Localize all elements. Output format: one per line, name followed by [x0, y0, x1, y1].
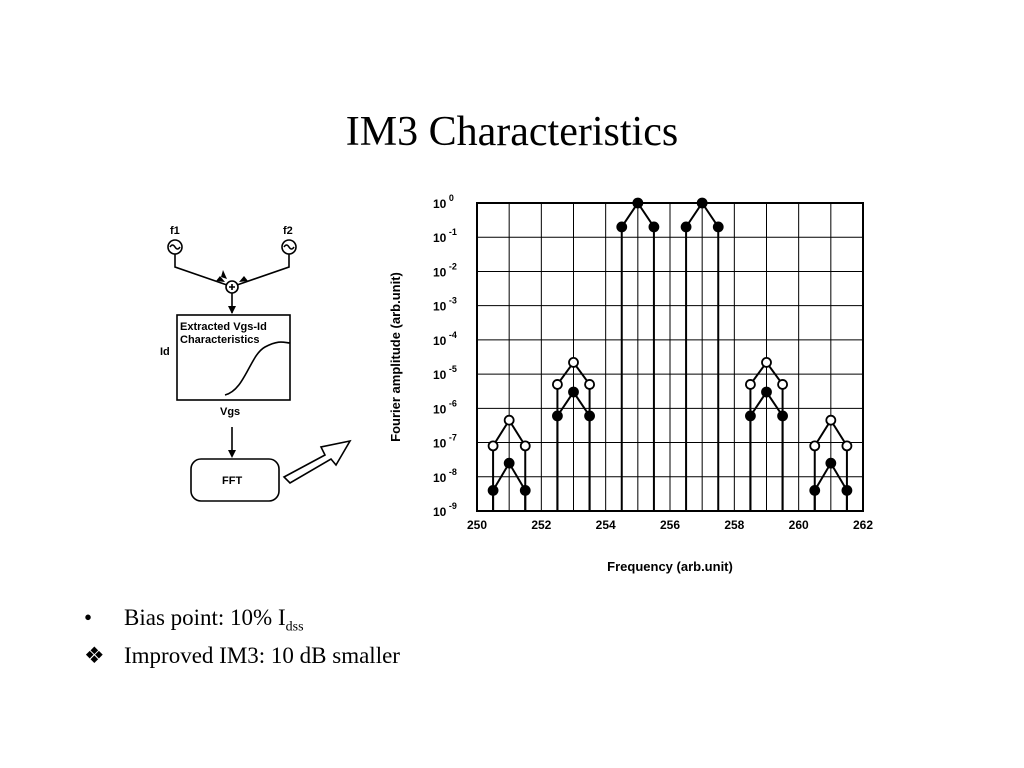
- y-tick-exponent: 0: [446, 193, 454, 203]
- y-tick-exponent: -3: [446, 296, 457, 306]
- y-tick-label: 10 -5: [433, 364, 457, 382]
- x-tick-label: 250: [467, 518, 487, 532]
- x-tick-label: 256: [660, 518, 680, 532]
- vgs-id-curve: [224, 341, 291, 396]
- data-point-open: [761, 356, 772, 368]
- data-point-open: [825, 414, 837, 426]
- y-tick-label: 10 -6: [433, 398, 457, 416]
- y-tick-label: 10 -3: [433, 296, 457, 314]
- sine-f2-icon: [283, 244, 295, 250]
- vgs-id-box: [176, 314, 291, 401]
- y-tick-exponent: -8: [446, 467, 457, 477]
- data-point-open: [809, 440, 821, 452]
- id-axis-label: Id: [160, 346, 170, 358]
- bullet-item-im3: ❖ Improved IM3: 10 dB smaller: [84, 643, 400, 681]
- im3-spectrum-chart: 10 0 10 -1 10 -2 10 -3 10 -4 10 -5 10 -6 10 -7 1…: [388, 193, 873, 574]
- y-tick-exponent: -1: [446, 227, 457, 237]
- x-tick-label: 260: [789, 518, 809, 532]
- bullet-text: Bias point: 10% Idss: [124, 605, 304, 635]
- data-point-filled: [616, 221, 628, 233]
- data-point-filled: [761, 386, 772, 398]
- y-tick-label: 10 -4: [433, 330, 457, 348]
- wire-f1: [174, 254, 228, 286]
- x-tick-label: 254: [596, 518, 616, 532]
- data-point-filled: [503, 457, 515, 469]
- y-tick-label: 10 -8: [433, 467, 457, 485]
- plot-frame: [476, 202, 864, 512]
- x-ticks: 250 252 254 256 258 260 262: [467, 518, 873, 532]
- y-tick-exponent: -5: [446, 364, 457, 374]
- y-tick-exponent: -9: [446, 501, 457, 511]
- fft-label: FFT: [222, 475, 242, 487]
- x-axis-label: Frequency (arb.unit): [607, 559, 733, 574]
- data-point-filled: [825, 457, 837, 469]
- x-tick-label: 252: [531, 518, 551, 532]
- sine-f1-icon: [169, 244, 181, 250]
- block-diagram: f1 f2 Extracted Vgs-Id Characteristics I…: [160, 225, 352, 502]
- source-f2-label: f2: [283, 225, 293, 237]
- fft-box: [190, 458, 280, 502]
- bullet-dot-icon: •: [84, 605, 93, 630]
- data-point-open: [777, 379, 788, 390]
- bullet-item-bias: • Bias point: 10% Idss: [84, 605, 400, 643]
- data-point-open: [568, 356, 579, 368]
- data-point-open: [745, 379, 756, 390]
- y-tick-label: 10 0: [433, 193, 454, 211]
- grid: [477, 203, 863, 511]
- adder-plus-icon: [229, 284, 235, 290]
- bullet-list: • Bias point: 10% Idss ❖ Improved IM3: 1…: [84, 605, 400, 681]
- y-ticks: 10 0 10 -1 10 -2 10 -3 10 -4 10 -5 10 -6 10 -7 1…: [433, 193, 457, 519]
- bullet-diamond-icon: ❖: [84, 643, 105, 668]
- y-tick-exponent: -2: [446, 261, 457, 271]
- data-point-open: [519, 440, 531, 452]
- y-tick-exponent: -6: [446, 398, 457, 408]
- x-tick-label: 262: [853, 518, 873, 532]
- x-tick-label: 258: [724, 518, 744, 532]
- y-tick-label: 10 -1: [433, 227, 457, 245]
- data-point-open: [584, 379, 595, 390]
- source-f1-label: f1: [170, 225, 180, 237]
- vgs-axis-label: Vgs: [220, 406, 240, 418]
- data-point-filled: [648, 221, 660, 233]
- data-point-filled: [712, 221, 724, 233]
- y-tick-label: 10 -2: [433, 261, 457, 279]
- bullet-subscript: dss: [285, 619, 304, 635]
- y-tick-exponent: -7: [446, 433, 457, 443]
- data-point-filled: [680, 221, 692, 233]
- data-point-open: [841, 440, 853, 452]
- y-tick-exponent: -4: [446, 330, 457, 340]
- big-arrow-icon: [282, 439, 352, 485]
- y-tick-label: 10 -7: [433, 433, 457, 451]
- data-point-open: [503, 414, 515, 426]
- data-point-filled: [568, 386, 579, 398]
- data-point-open: [487, 440, 499, 452]
- box-title-line1: Extracted Vgs-Id: [180, 321, 267, 333]
- wire-f2: [236, 254, 290, 286]
- box-title-line2: Characteristics: [180, 334, 260, 346]
- data-point-open: [552, 379, 563, 390]
- slide-title: IM3 Characteristics: [345, 109, 679, 155]
- y-tick-label: 10 -9: [433, 501, 457, 519]
- bullet-text: Improved IM3: 10 dB smaller: [124, 643, 400, 668]
- y-axis-label: Fourier amplitude (arb.unit): [388, 272, 403, 442]
